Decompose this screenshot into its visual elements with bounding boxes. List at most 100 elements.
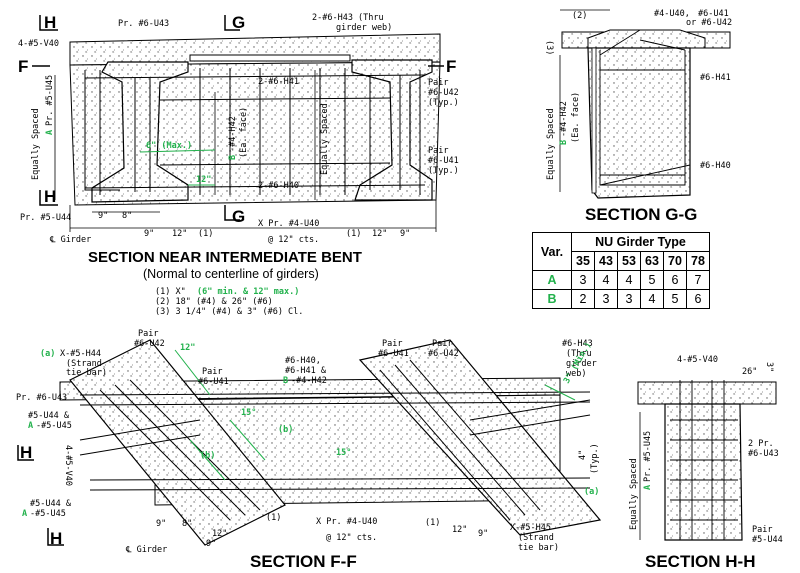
girder-left — [91, 61, 189, 203]
hh-label-u44a: Pair — [752, 525, 772, 535]
table-row-a-4: 6 — [663, 270, 687, 290]
dim-bottom-4: 12" — [372, 229, 387, 239]
gg-label-u41: #6-U41 — [698, 9, 729, 19]
label-u45: Pr. #5-U45 — [45, 75, 55, 126]
ff-label-u40: X Pr. #4-U40 — [316, 517, 377, 527]
ff-label-u44-1: #5-U44 & — [28, 411, 70, 421]
ff-label-h41: #6-H41 & — [285, 366, 327, 376]
label-a-left: A — [45, 130, 55, 135]
table-type-4: 70 — [663, 251, 687, 271]
ff-dim-b1: (b) — [278, 425, 293, 435]
label-pair-u42c: (Typ.) — [428, 98, 459, 108]
gg-dim-3: (3) — [544, 40, 554, 55]
table-row-b-1: 3 — [594, 289, 618, 309]
nu-girder-table: Var. NU Girder Type 35 43 53 63 70 78 A … — [532, 232, 710, 309]
note2: (2) 18" (#4) & 26" (#6) — [155, 297, 273, 307]
ff-label-pr-u43: Pr. #6-U43 — [16, 393, 67, 403]
table-type-5: 78 — [686, 251, 710, 271]
table-row-a-2: 4 — [617, 270, 641, 290]
table-row-b-var: B — [532, 289, 572, 309]
ff-label-h42: -#4-H42 — [291, 376, 327, 386]
cut-f-right: F — [446, 57, 456, 76]
dim-bottom-0: 9" — [144, 229, 154, 239]
hh-label-u43b: #6-U43 — [748, 449, 779, 459]
label-h43: 2-#6-H43 (Thru — [312, 13, 384, 23]
gg-dim-2: (2) — [572, 11, 587, 21]
section-gg: (2) (3) #4-U40, #6-U41 or #6-U42 #6-H41 … — [544, 9, 732, 224]
ff-label-h45c: tie bar) — [518, 543, 559, 553]
label-pair-u41c: (Typ.) — [428, 166, 459, 176]
ff-label-u44-2: #5-U44 & — [30, 499, 72, 509]
dim-bottom-3: (1) — [346, 229, 361, 239]
hh-label-a: A — [643, 485, 653, 490]
ff-dim-4typ: 4" — [578, 450, 588, 460]
gg-label-b: B — [559, 140, 569, 145]
gg-label-u42: or #6-U42 — [686, 18, 732, 28]
ff-dim-0: 9" — [156, 519, 166, 529]
cut-f-left: F — [18, 57, 28, 76]
ff-label-pair2-u42b: #6-U42 — [428, 349, 459, 359]
ff-cut-h1: H — [20, 443, 32, 462]
ff-girder-right — [358, 339, 602, 536]
table-row-a-3: 5 — [640, 270, 664, 290]
cut-h-bottom: H — [44, 187, 56, 206]
ff-label-h44b: (Strand — [66, 359, 102, 369]
ff-label-pair-u41b: #6-U41 — [198, 377, 229, 387]
ff-label-u45-2-prefix: A — [22, 509, 27, 519]
label-h41: 2-#6-H41 — [258, 77, 299, 87]
ff-dim-typ: (Typ.) — [590, 443, 600, 474]
ff-dim-6: 12" — [452, 525, 467, 535]
label-pair-u41b: #6-U41 — [428, 156, 459, 166]
at-12-cts: @ 12" cts. — [268, 235, 319, 245]
ff-label-u45-1-prefix: A — [28, 421, 33, 431]
label-h42: -#4-H42 — [228, 116, 238, 152]
ff-label-u45-1: -#5-U45 — [36, 421, 72, 431]
hh-label-u45: Pr. #5-U45 — [643, 431, 653, 482]
label-u40: X Pr. #4-U40 — [258, 219, 319, 229]
gg-title: SECTION G-G — [585, 205, 697, 224]
table-row-a-0: 3 — [571, 270, 595, 290]
dim-bottom-2: (1) — [198, 229, 213, 239]
ff-label-v40: 4-#5-V40 — [63, 445, 73, 486]
label-h43b: girder web) — [336, 23, 392, 33]
table-type-1: 43 — [594, 251, 618, 271]
ff-label-h43a: #6-H43 — [562, 339, 593, 349]
table-row-b-5: 6 — [686, 289, 710, 309]
label-ea-face: (Ea. face) — [239, 107, 249, 158]
note1-green: (6" min. & 12" max.) — [197, 286, 299, 297]
table-row-a-5: 7 — [686, 270, 710, 290]
table-row-a: A 3 4 4 5 6 7 — [532, 270, 710, 290]
label-pair-u42b: #6-U42 — [428, 88, 459, 98]
ff-label-h43d: web) — [566, 369, 586, 379]
section-ff: (a) X-#5-H44 (Strand tie bar) Pair #6-U4… — [16, 329, 602, 571]
cut-g-top: G — [232, 13, 245, 32]
note1-prefix: (1) X" — [155, 287, 186, 297]
table-row-a-var: A — [532, 270, 572, 290]
ff-dim-b2: (b) — [200, 451, 215, 461]
title-intermediate-bent: SECTION NEAR INTERMEDIATE BENT — [88, 249, 362, 266]
section-intermediate-bent: H H G G F F Pr. #6-U43 4-#5-V40 2-#6-H43… — [18, 13, 459, 317]
label-eq-spaced-left: Equally Spaced — [31, 108, 41, 180]
gg-label-h42: -#4-H42 — [559, 101, 569, 137]
ff-at-12: @ 12" cts. — [326, 533, 377, 543]
ff-label-h44a: X-#5-H44 — [60, 349, 101, 359]
table-row-b-0: 2 — [571, 289, 595, 309]
label-pair-u41a: Pair — [428, 146, 448, 156]
table-row-b-4: 5 — [663, 289, 687, 309]
hh-label-v40: 4-#5-V40 — [677, 355, 718, 365]
ff-dim-3: 9" — [206, 539, 216, 549]
dims-bottom-row: 9" 12" (1) (1) 12" 9" — [144, 229, 410, 239]
table-type-2: 53 — [617, 251, 641, 271]
ff-label-pair2-u41a: Pair — [382, 339, 402, 349]
hh-dim-26: 26" — [742, 367, 757, 377]
ff-cut-h2: H — [50, 529, 62, 548]
hh-title: SECTION H-H — [645, 552, 756, 571]
gg-label-eq: Equally Spaced — [546, 108, 556, 180]
ff-label-h45a: X-#5-H45 — [510, 523, 551, 533]
label-eq-spaced-right: Equally Spaced — [320, 103, 330, 175]
ff-label-pair-u41a: Pair — [202, 367, 222, 377]
ff-label-h43c: girder — [566, 359, 597, 369]
ff-label-a2: (a) — [584, 487, 599, 497]
ff-label-u45-2: -#5-U45 — [30, 509, 66, 519]
ff-dim-7: 9" — [478, 529, 488, 539]
